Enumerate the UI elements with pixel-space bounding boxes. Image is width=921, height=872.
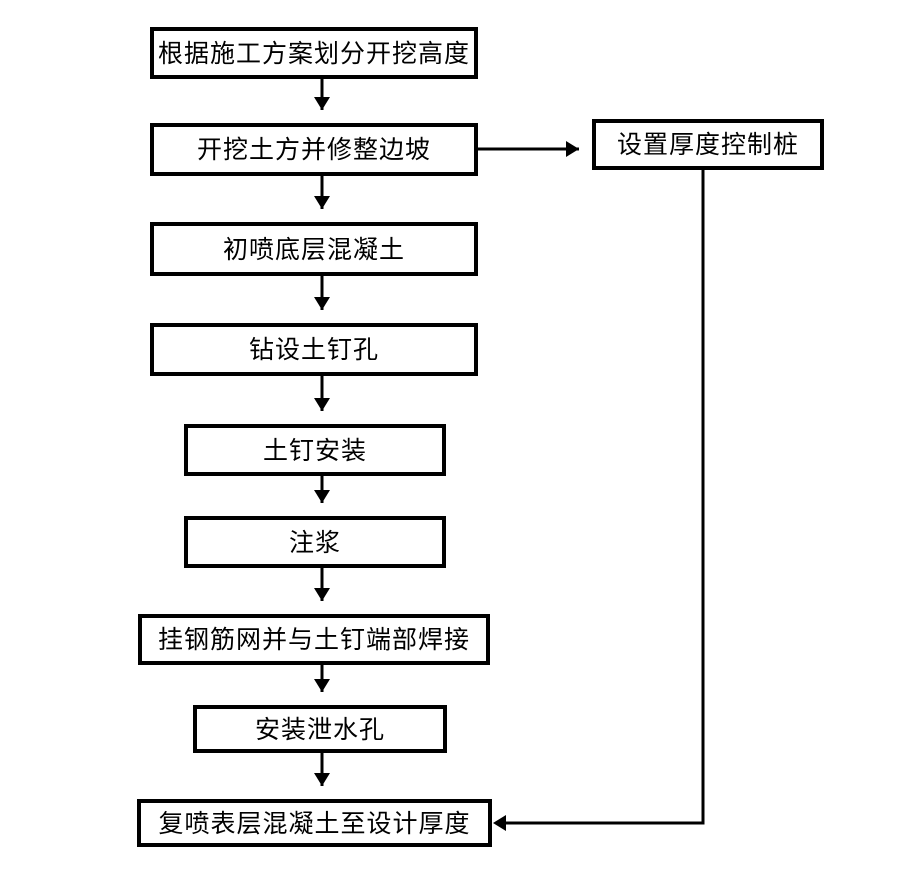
flow-node-6-label: 土钉安装 bbox=[262, 435, 367, 465]
flow-node-1[interactable]: 根据施工方案划分开挖高度 bbox=[150, 27, 478, 79]
flow-node-7-label: 注浆 bbox=[288, 527, 341, 557]
flow-node-4[interactable]: 初喷底层混凝土 bbox=[150, 222, 478, 276]
flow-node-10-label: 复喷表层混凝土至设计厚度 bbox=[158, 808, 471, 838]
flow-node-7[interactable]: 注浆 bbox=[184, 516, 446, 568]
flow-node-4-label: 初喷底层混凝土 bbox=[222, 234, 405, 264]
flow-node-9-label: 安装泄水孔 bbox=[254, 714, 385, 744]
flow-node-3[interactable]: 设置厚度控制桩 bbox=[592, 119, 824, 170]
flow-node-2[interactable]: 开挖土方并修整边坡 bbox=[150, 123, 478, 176]
flow-node-5-label: 钻设土钉孔 bbox=[248, 335, 379, 364]
flow-node-3-label: 设置厚度控制桩 bbox=[616, 130, 799, 159]
flow-node-10[interactable]: 复喷表层混凝土至设计厚度 bbox=[137, 799, 492, 847]
flow-node-2-label: 开挖土方并修整边坡 bbox=[196, 135, 431, 164]
flow-node-8[interactable]: 挂钢筋网并与土钉端部焊接 bbox=[138, 614, 490, 665]
flow-node-8-label: 挂钢筋网并与土钉端部焊接 bbox=[157, 625, 470, 654]
flow-node-9[interactable]: 安装泄水孔 bbox=[193, 705, 447, 753]
flow-node-6[interactable]: 土钉安装 bbox=[184, 424, 446, 476]
flow-node-5[interactable]: 钻设土钉孔 bbox=[150, 323, 478, 376]
flow-node-1-label: 根据施工方案划分开挖高度 bbox=[157, 38, 470, 68]
edge-n3-n10 bbox=[493, 170, 705, 831]
